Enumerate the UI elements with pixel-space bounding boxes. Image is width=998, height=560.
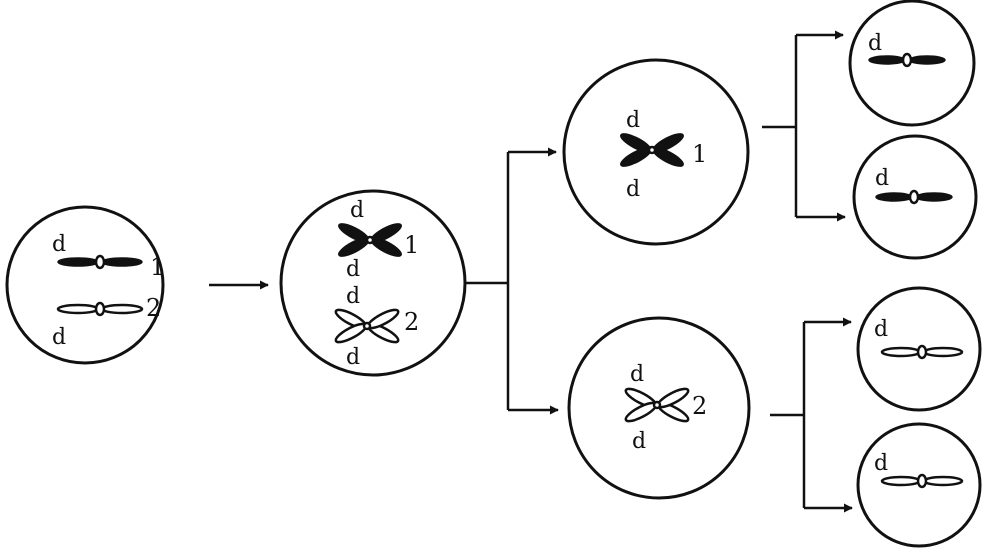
chromosome-number-label: 2: [692, 392, 707, 420]
allele-label: d: [350, 198, 364, 223]
gamete-cell: d: [856, 422, 982, 548]
allele-label: d: [346, 345, 360, 370]
chromosome-2-replicated: [624, 387, 690, 423]
branch-arrows-meiosis-two-bottom: [770, 317, 853, 513]
chromosome-number-label: 1: [404, 231, 419, 259]
meiosis-one-cell: d d d d 1 2: [279, 189, 467, 377]
gamete-cell: d: [852, 134, 978, 260]
chromosome-1-unreplicated: [868, 52, 946, 68]
allele-label: d: [346, 257, 360, 282]
chromosome-1-unreplicated: [57, 254, 143, 270]
chromosome-1-replicated: [620, 133, 684, 167]
chromosome-number-label: 1: [692, 140, 707, 168]
allele-label: d: [875, 166, 889, 191]
allele-label: d: [874, 317, 888, 342]
chromosome-2-replicated: [334, 308, 400, 344]
chromosome-1-replicated: [338, 223, 402, 257]
parent-cell: d d 1 2: [5, 205, 165, 365]
allele-label: d: [632, 429, 646, 454]
secondary-cell-top: d d 1: [562, 58, 750, 246]
allele-label: d: [626, 177, 640, 202]
chromosome-number-label: 2: [146, 294, 161, 322]
allele-label: d: [346, 284, 360, 309]
chromosome-2-unreplicated: [880, 473, 964, 489]
allele-label: d: [630, 362, 644, 387]
chromosome-2-unreplicated: [56, 301, 144, 317]
allele-label: d: [52, 325, 66, 350]
chromosome-number-label: 1: [150, 253, 165, 281]
allele-label: d: [874, 451, 888, 476]
allele-label: d: [868, 31, 882, 56]
gamete-cell: d: [848, 0, 976, 127]
secondary-cell-bottom: d d 2: [567, 316, 751, 500]
chromosome-2-unreplicated: [880, 344, 964, 360]
branch-arrows-meiosis-two-top: [762, 30, 846, 222]
allele-label: d: [52, 232, 66, 257]
chromosome-1-unreplicated: [875, 189, 953, 205]
gamete-cell: d: [856, 286, 982, 412]
branch-arrows-meiosis-one: [466, 147, 559, 415]
allele-label: d: [626, 108, 640, 133]
chromosome-number-label: 2: [404, 308, 419, 336]
